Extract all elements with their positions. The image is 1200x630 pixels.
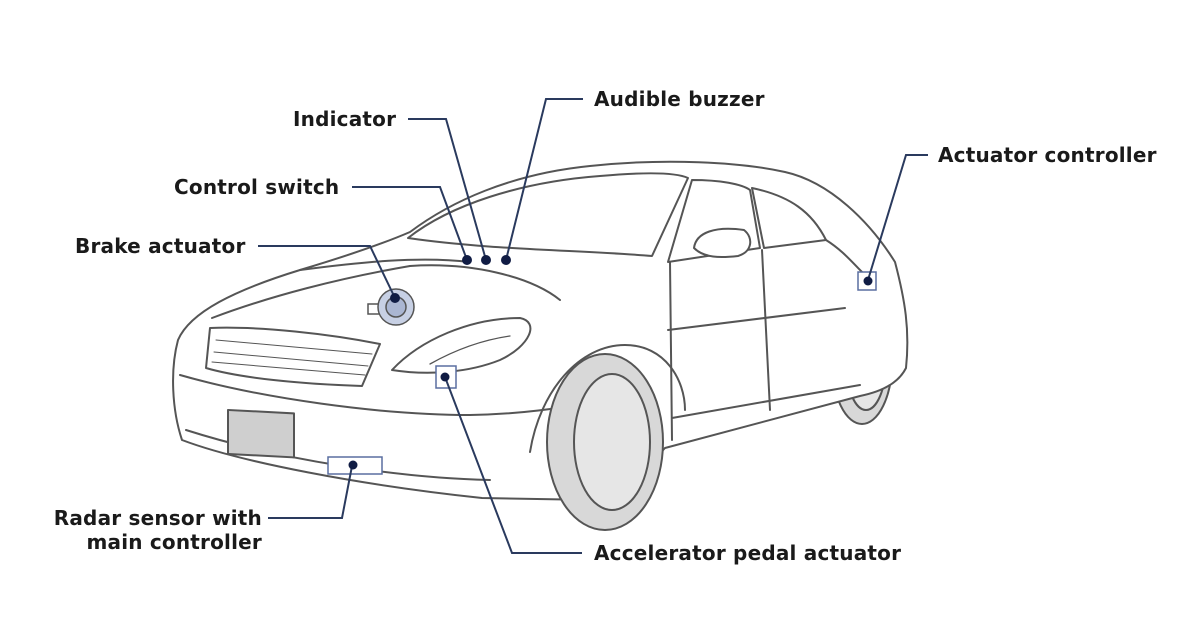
label-control-switch: Control switch: [174, 175, 340, 199]
label-radar-sensor-line2: main controller: [86, 530, 262, 554]
leader-control-switch: [352, 186, 468, 261]
label-indicator: Indicator: [293, 107, 397, 131]
leader-brake-actuator: [258, 245, 396, 299]
label-audible-buzzer: Audible buzzer: [594, 87, 765, 111]
marker-indicator: [481, 255, 491, 265]
side-mirror: [693, 227, 752, 258]
front-rim: [573, 373, 651, 511]
marker-audible-buzzer: [501, 255, 511, 265]
marker-control-switch: [462, 255, 472, 265]
marker-actuator-controller: [863, 276, 873, 286]
marker-brake-actuator: [390, 293, 400, 303]
label-brake-actuator: Brake actuator: [75, 234, 246, 258]
marker-accelerator-pedal: [440, 372, 450, 382]
windshield: [407, 172, 689, 257]
leader-radar-sensor: [268, 465, 353, 519]
leader-audible-buzzer: [505, 98, 583, 261]
brake-actuator-component: [367, 288, 415, 326]
label-radar-sensor-line1: Radar sensor with: [53, 506, 262, 530]
marker-radar-sensor: [348, 460, 358, 470]
label-accelerator-pedal-actuator: Accelerator pedal actuator: [594, 541, 902, 565]
label-actuator-controller: Actuator controller: [938, 143, 1157, 167]
leader-accelerator-pedal: [444, 376, 582, 554]
label-radar-sensor: Radar sensor with main controller: [44, 506, 262, 554]
front-side-window: [667, 179, 761, 263]
license-plate: [227, 408, 295, 459]
leader-indicator: [408, 118, 487, 261]
front-grille: [205, 326, 381, 387]
leader-actuator-controller: [867, 154, 928, 281]
